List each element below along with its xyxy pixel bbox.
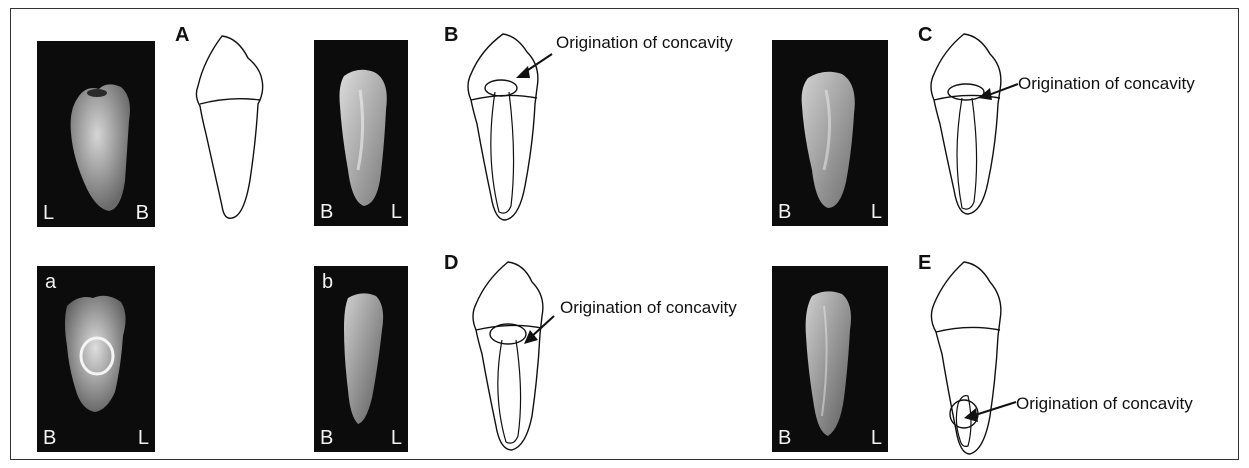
photo-label-left: L xyxy=(43,203,54,223)
arrow-icon xyxy=(510,48,560,88)
tooth-photo-b: B L xyxy=(314,40,408,226)
tooth-photo-a-lower: a B L xyxy=(37,266,155,452)
photo-label-left: B xyxy=(320,202,333,222)
panel-label-d: D xyxy=(444,252,458,275)
annotation-origination-of-concavity-c: Origination of concavity xyxy=(1018,74,1195,94)
tooth-image xyxy=(772,266,888,452)
photo-label-left: B xyxy=(320,428,333,448)
tooth-image xyxy=(314,266,408,452)
tooth-image xyxy=(37,266,155,452)
photo-label-right: L xyxy=(871,428,882,448)
photo-label-right: L xyxy=(871,202,882,222)
annotation-origination-of-concavity-d: Origination of concavity xyxy=(560,298,737,318)
arrow-icon xyxy=(520,312,560,348)
photo-label-left: B xyxy=(43,428,56,448)
tooth-outline-drawing-c xyxy=(920,26,1020,226)
tooth-outline-drawing-a xyxy=(180,30,280,230)
photo-label-left: B xyxy=(778,202,791,222)
photo-label-right: L xyxy=(391,202,402,222)
annotation-origination-of-concavity-b: Origination of concavity xyxy=(556,33,733,53)
tooth-outline-drawing-d xyxy=(460,254,560,459)
arrow-icon xyxy=(960,396,1020,426)
photo-label-top: a xyxy=(45,272,56,292)
photo-label-right: L xyxy=(138,428,149,448)
photo-label-right: B xyxy=(136,203,149,223)
photo-label-right: L xyxy=(391,428,402,448)
tooth-photo-a: L B xyxy=(37,41,155,227)
tooth-photo-c: B L xyxy=(772,40,888,226)
annotation-origination-of-concavity-e: Origination of concavity xyxy=(1016,394,1193,414)
tooth-outline-drawing-e xyxy=(918,254,1018,459)
tooth-image xyxy=(37,41,155,227)
tooth-photo-e: B L xyxy=(772,266,888,452)
photo-label-top: b xyxy=(322,272,333,292)
tooth-image xyxy=(314,40,408,226)
arrow-icon xyxy=(974,76,1024,106)
photo-label-left: B xyxy=(778,428,791,448)
tooth-photo-b-lower: b B L xyxy=(314,266,408,452)
tooth-image xyxy=(772,40,888,226)
